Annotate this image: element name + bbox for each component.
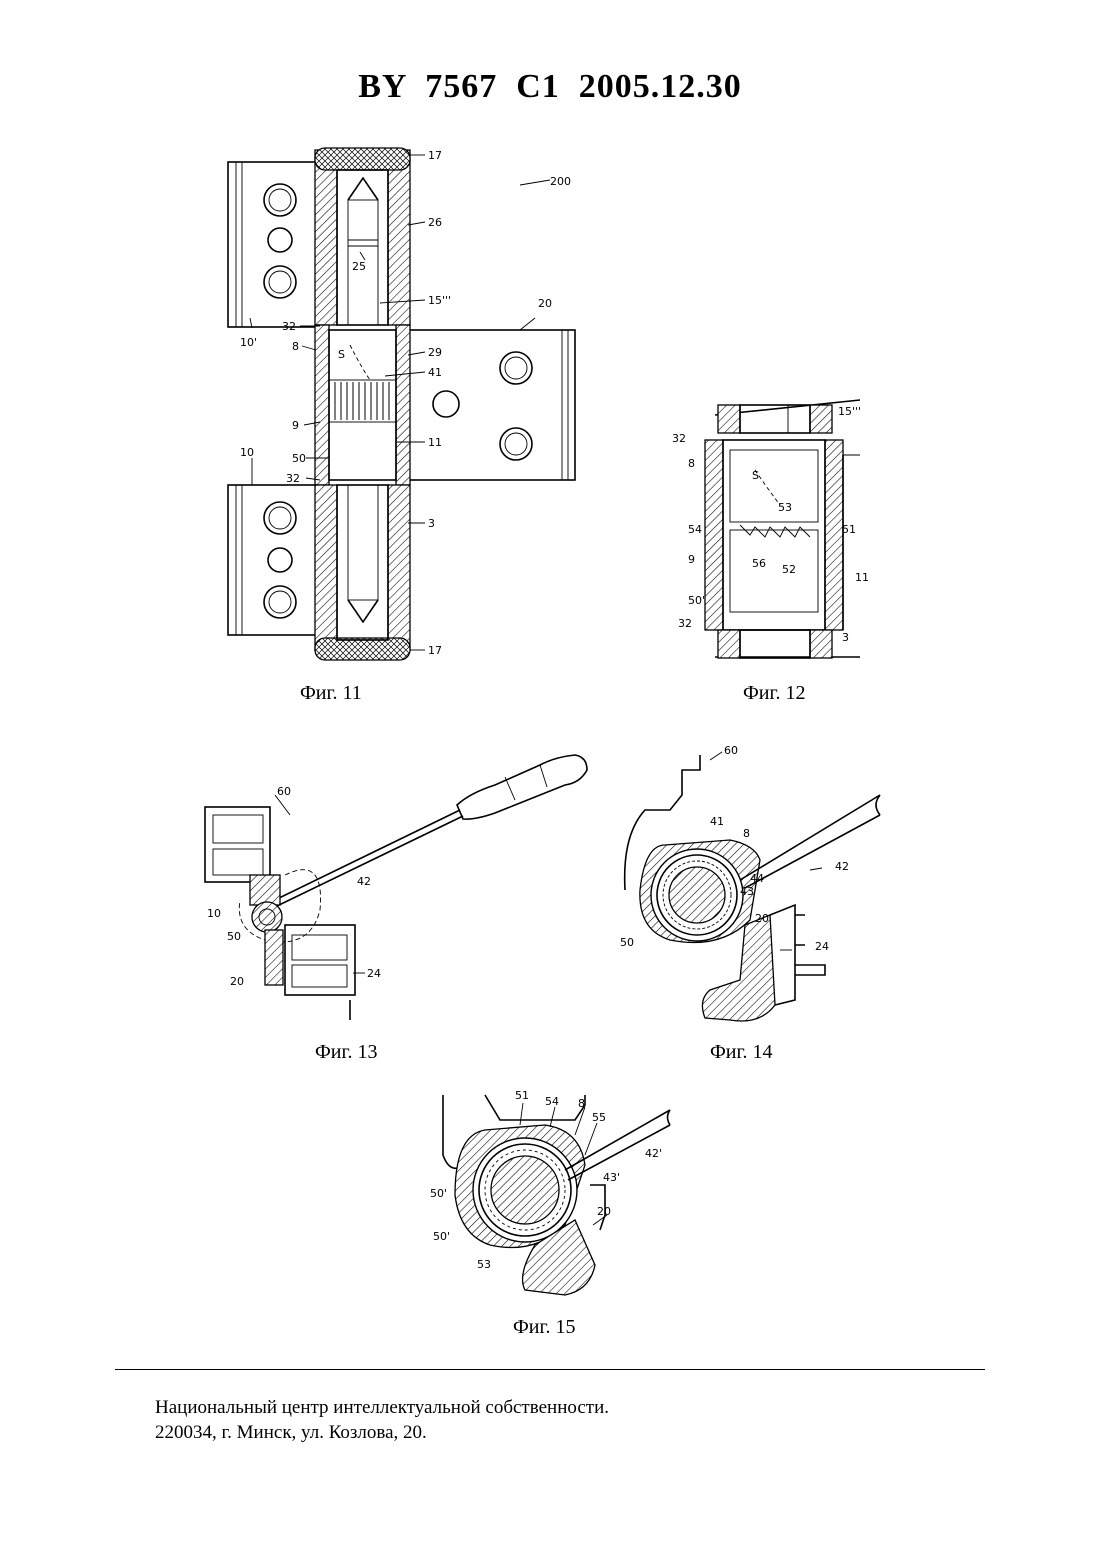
figure-14-drawing: 60 41 8 42 44 43 50 20 24 [610, 740, 880, 1030]
fig12-label: 52 [782, 563, 796, 576]
fig11-label: 20 [538, 297, 552, 310]
figure-15-drawing: 51 54 8 55 42' 43' 50' 50' 53 20 [425, 1085, 685, 1305]
fig12-label: 50' [688, 594, 705, 607]
fig15-label: 53 [477, 1258, 491, 1271]
footer-divider [115, 1369, 985, 1370]
fig11-label: 15''' [428, 294, 451, 307]
fig13-label: 42 [357, 875, 371, 888]
fig11-label: 25 [352, 260, 366, 273]
fig11-label: 8 [292, 340, 299, 353]
fig13-label: 50 [227, 930, 241, 943]
fig14-label: 42 [835, 860, 849, 873]
fig12-label: 11 [855, 571, 869, 584]
fig14-label: 20 [755, 912, 769, 925]
fig14-label: 8 [743, 827, 750, 840]
figure-13-drawing: 60 42 10 50 20 24 [195, 725, 595, 1025]
fig11-label: 3 [428, 517, 435, 530]
fig12-label: 32 [672, 432, 686, 445]
fig12-label: 54 [688, 523, 702, 536]
fig11-label: 11 [428, 436, 442, 449]
fig12-label: 3 [842, 631, 849, 644]
fig12-label: 8 [688, 457, 695, 470]
fig11-label: S [338, 348, 345, 361]
footer-address: 220034, г. Минск, ул. Козлова, 20. [155, 1420, 609, 1445]
fig15-label: 55 [592, 1111, 606, 1124]
document-header: BY 7567 C1 2005.12.30 [0, 68, 1100, 106]
figure-11-drawing: 17 200 26 25 15''' 20 32 10' 8 S 29 41 9… [220, 140, 600, 670]
fig11-label: 29 [428, 346, 442, 359]
fig12-label: 9 [688, 553, 695, 566]
fig12-label: 51 [842, 523, 856, 536]
fig11-label: 9 [292, 419, 299, 432]
fig11-label: 200 [550, 175, 571, 188]
fig13-label: 20 [230, 975, 244, 988]
footer-organization: Национальный центр интеллектуальной собс… [155, 1395, 609, 1420]
figure-13-caption: Фиг. 13 [315, 1041, 377, 1064]
fig15-label: 50' [433, 1230, 450, 1243]
fig14-label: 41 [710, 815, 724, 828]
figure-12-drawing: 15''' 32 8 S 53 54 51 9 56 52 50' 11 32 … [660, 395, 900, 665]
fig11-label: 50 [292, 452, 306, 465]
fig11-label: 10 [240, 446, 254, 459]
fig15-label: 8 [578, 1097, 585, 1110]
fig14-label: 43 [740, 885, 754, 898]
fig13-label: 24 [367, 967, 381, 980]
fig13-label: 10 [207, 907, 221, 920]
fig14-label: 24 [815, 940, 829, 953]
figure-15-caption: Фиг. 15 [513, 1316, 575, 1339]
fig12-label: 32 [678, 617, 692, 630]
fig11-label: 17 [428, 149, 442, 162]
fig11-label: 32 [282, 320, 296, 333]
fig12-label: S [752, 469, 759, 482]
fig11-label: 32 [286, 472, 300, 485]
fig11-label: 41 [428, 366, 442, 379]
fig13-label: 60 [277, 785, 291, 798]
fig14-label: 50 [620, 936, 634, 949]
figure-12-caption: Фиг. 12 [743, 682, 805, 705]
fig11-label: 10' [240, 336, 257, 349]
fig15-label: 50' [430, 1187, 447, 1200]
fig14-label: 60 [724, 744, 738, 757]
fig12-label: 15''' [838, 405, 861, 418]
fig15-label: 20 [597, 1205, 611, 1218]
fig15-label: 51 [515, 1089, 529, 1102]
fig15-label: 54 [545, 1095, 559, 1108]
figure-11-caption: Фиг. 11 [300, 682, 362, 705]
fig12-label: 53 [778, 501, 792, 514]
fig15-label: 42' [645, 1147, 662, 1160]
fig15-label: 43' [603, 1171, 620, 1184]
fig12-label: 56 [752, 557, 766, 570]
fig14-label: 44 [750, 872, 764, 885]
fig11-label: 26 [428, 216, 442, 229]
footer: Национальный центр интеллектуальной собс… [155, 1395, 609, 1445]
figure-14-caption: Фиг. 14 [710, 1041, 772, 1064]
fig11-label: 17 [428, 644, 442, 657]
